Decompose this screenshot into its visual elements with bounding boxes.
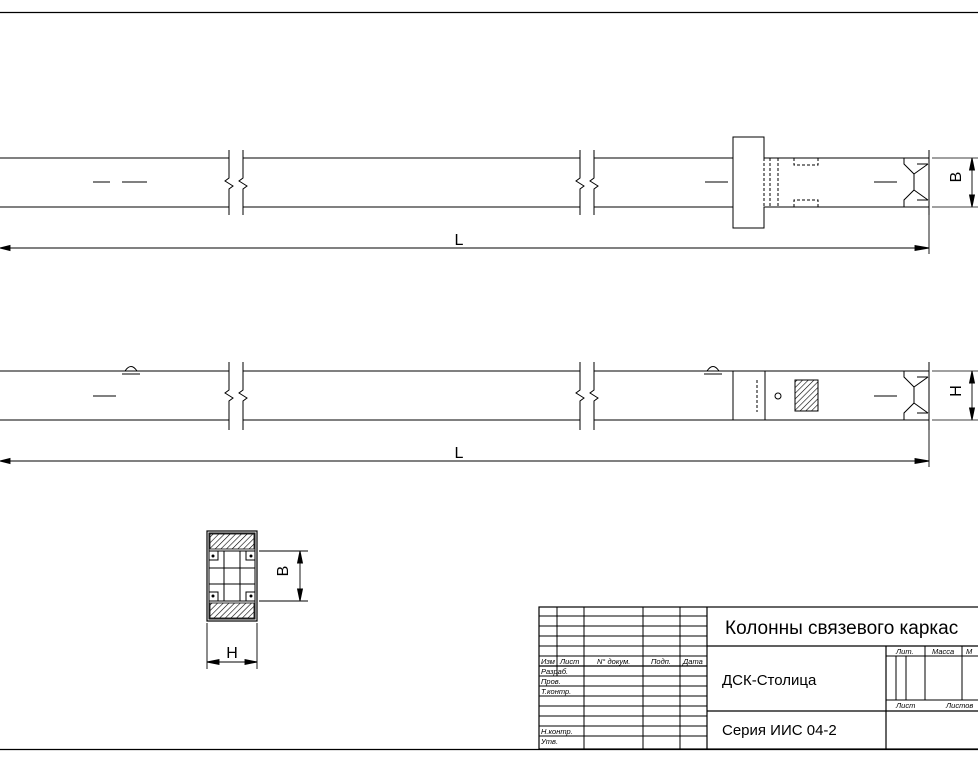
header-izm: Изм [541, 657, 555, 666]
sheet-label: Лист [895, 701, 915, 710]
embedded-plate-hatched [794, 379, 819, 412]
row-label-developed: Разраб. [541, 667, 568, 676]
header-signature: Подп. [651, 657, 671, 666]
dimension-height-bottom: Н [948, 370, 976, 421]
title-block-stage-headers: Лит. Масса М Лист Листов [895, 647, 973, 710]
dimension-label-l-bottom: L [455, 445, 464, 462]
dimension-width-top: В [948, 157, 976, 208]
section-label-b: В [275, 566, 292, 577]
column-elevation-top [0, 136, 978, 229]
sheets-total-label: Листов [945, 701, 973, 710]
row-label-tech-control: Т.контр. [541, 687, 571, 696]
dimension-section-width: В [259, 550, 308, 602]
stage-header-scale: М [966, 647, 973, 656]
title-block-row-labels: Разраб. Пров. Т.контр. Н.контр. Утв. [540, 667, 573, 746]
dimension-label-b-top: В [948, 172, 965, 183]
column-elevation-bottom [0, 362, 978, 430]
row-label-norm-control: Н.контр. [541, 727, 573, 736]
section-hatch-top [209, 533, 255, 550]
dimension-label-l: L [455, 232, 464, 249]
series-name: Серия ИИС 04-2 [722, 722, 837, 739]
dimension-length-top: L [0, 215, 930, 254]
row-label-checked: Пров. [541, 677, 561, 686]
title-block [538, 606, 978, 750]
header-date: Дата [682, 657, 703, 666]
section-label-h: Н [226, 645, 238, 662]
stage-header-lit: Лит. [895, 647, 914, 656]
column-cross-section [206, 530, 258, 622]
header-list: Лист [559, 657, 579, 666]
section-hatch-bottom [209, 602, 255, 619]
dimension-section-height: Н [206, 623, 258, 669]
header-doc-number: N° докум. [597, 657, 630, 666]
document-title: Колонны связевого каркас [725, 618, 958, 639]
dimension-length-bottom: L [0, 430, 930, 467]
row-label-approved: Утв. [540, 737, 558, 746]
stage-header-mass: Масса [932, 647, 954, 656]
organization-name: ДСК-Столица [722, 672, 817, 689]
dimension-label-h: Н [948, 385, 965, 397]
title-block-header-row: Изм Лист N° докум. Подп. Дата [541, 657, 703, 666]
